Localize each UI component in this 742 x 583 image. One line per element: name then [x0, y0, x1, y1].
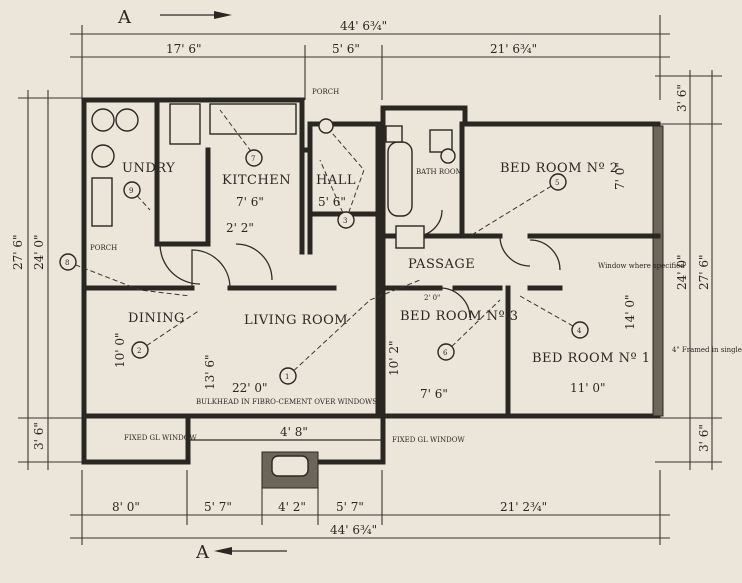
bottom-dimensions: 8' 0" 5' 7" 4' 2" 5' 7" 21' 2¾" 44' 6¾" — [70, 470, 670, 545]
bottom-dim-5: 21' 2¾" — [500, 500, 547, 514]
room-labels: UNDRY KITCHEN HALL BATH ROOM BED ROOM Nº… — [90, 88, 651, 366]
room-bedroom-1: BED ROOM Nº 1 — [532, 351, 651, 366]
room-laundry: UNDRY — [122, 161, 175, 176]
room-dining: DINING — [128, 311, 185, 326]
light-outlet-6: 6 — [437, 343, 455, 361]
bottom-dim-3: 4' 2" — [278, 500, 306, 514]
left-overall-dimension: 27' 6" — [11, 234, 25, 270]
light-outlet-9: 9 — [123, 181, 141, 199]
bedroom1-height: 14' 0" — [623, 294, 637, 330]
section-letter-bottom: A — [195, 542, 210, 563]
section-letter-top: A — [117, 7, 132, 28]
room-passage: PASSAGE — [408, 257, 475, 272]
laundry-tub — [91, 177, 113, 227]
right-overall-dimension: 27' 6" — [697, 254, 711, 290]
light-outlet-3: 3 — [337, 211, 355, 229]
copper-left — [91, 108, 115, 132]
light-outlet-8: 8 — [59, 253, 77, 271]
fixtures — [91, 103, 453, 249]
kitchen-width: 7' 6" — [236, 195, 264, 209]
light-outlet-5: 5 — [549, 173, 567, 191]
room-bedroom-2: BED ROOM Nº 2 — [500, 161, 619, 176]
outlet-label-5: 5 — [555, 179, 559, 187]
stove — [169, 103, 201, 145]
top-dim-2: 5' 6" — [332, 42, 360, 56]
light-outlet-1: 1 — [279, 367, 297, 385]
outlet-label-7: 7 — [251, 155, 255, 163]
light-outlets: 1 2 3 4 5 6 7 8 — [59, 118, 589, 385]
outlet-label-2: 2 — [137, 347, 141, 355]
left-dimensions: 27' 6" 24' 0" 3' 6" — [11, 90, 90, 470]
copper-right — [115, 108, 139, 132]
outlet-label-3: 3 — [343, 217, 347, 225]
room-bath: BATH ROOM — [416, 168, 463, 176]
bath-width: 2' 0" — [424, 294, 440, 302]
outlet-label-8: 8 — [65, 259, 69, 267]
grill — [271, 455, 309, 477]
room-kitchen: KITCHEN — [222, 173, 291, 188]
note-window: Window where specified — [598, 262, 685, 270]
living-height: 13' 6" — [203, 354, 217, 390]
trough — [91, 144, 115, 168]
basin — [395, 225, 425, 249]
wiring — [67, 109, 581, 377]
outlet-label-4: 4 — [577, 327, 582, 335]
bedroom3-width: 7' 6" — [420, 387, 448, 401]
room-porch-left: PORCH — [90, 244, 117, 252]
left-inner-dimension: 24' 0" — [32, 234, 46, 270]
living-width: 22' 0" — [232, 381, 268, 395]
note-framing: 4" Framed in single — [672, 346, 742, 354]
bottom-dim-1: 8' 0" — [112, 500, 140, 514]
dining-height: 10' 0" — [113, 332, 127, 368]
notes: Window where specified 4" Framed in sing… — [124, 262, 742, 444]
front-porch: 4' 8" — [81, 413, 386, 489]
light-outlet-4: 4 — [571, 321, 589, 339]
outlet-label-6: 6 — [443, 349, 448, 357]
bedroom2-height: 7' 0" — [613, 162, 627, 190]
shower-base — [385, 125, 403, 143]
bottom-dim-2: 5' 7" — [204, 500, 232, 514]
room-dimensions: 7' 0" 14' 0" 7' 6" 5' 6" 10' 0" 13' 6" 2… — [113, 162, 637, 401]
note-fixed-window-left: FIXED GL WINDOW — [124, 434, 197, 442]
kitchen-depth: 2' 2" — [226, 221, 254, 235]
interior-walls — [81, 97, 661, 419]
bedroom3-height: 10' 2" — [387, 340, 401, 376]
right-top-dimension: 3' 6" — [675, 84, 689, 112]
right-dimensions: 3' 6" 24' 0" 27' 6" 3' 6" — [655, 70, 722, 470]
overall-top-dimension: 44' 6¾" — [340, 19, 387, 33]
overall-bottom-dimension: 44' 6¾" — [330, 523, 377, 537]
room-hall: HALL — [316, 173, 356, 188]
bathtub — [387, 141, 413, 217]
section-marker-bottom: A — [195, 542, 287, 563]
note-bulkhead: BULKHEAD IN FIBRO-CEMENT OVER WINDOWS — [196, 398, 377, 406]
room-bedroom-3: BED ROOM Nº 3 — [400, 309, 519, 324]
room-porch-top: PORCH — [312, 88, 339, 96]
toilet — [429, 129, 453, 153]
bath-light — [440, 148, 456, 164]
light-outlet-2: 2 — [131, 341, 149, 359]
bottom-dim-4: 5' 7" — [336, 500, 364, 514]
top-dimensions: 44' 6¾" 17' 6" 5' 6" 21' 6¾" — [70, 15, 670, 100]
hall-width: 5' 6" — [318, 195, 346, 209]
right-bottom-dimension: 3' 6" — [697, 424, 711, 452]
top-dim-3: 21' 6¾" — [490, 42, 537, 56]
right-inner-dimension: 24' 0" — [675, 254, 689, 290]
framed-wall-hatch — [652, 125, 664, 417]
porch-step-dimension: 4' 8" — [280, 425, 308, 439]
outlet-label-9: 9 — [129, 187, 133, 195]
kitchen-bench — [209, 103, 297, 135]
light-outlet-7: 7 — [245, 149, 263, 167]
bedroom1-width: 11' 0" — [570, 381, 606, 395]
top-dim-1: 17' 6" — [166, 42, 202, 56]
porch-light — [318, 118, 334, 134]
note-fixed-window-right: FIXED GL WINDOW — [392, 436, 465, 444]
room-living: LIVING ROOM — [244, 313, 348, 328]
outlet-label-1: 1 — [285, 373, 289, 381]
section-marker-top: A — [117, 7, 232, 28]
left-bottom-dimension: 3' 6" — [32, 422, 46, 450]
